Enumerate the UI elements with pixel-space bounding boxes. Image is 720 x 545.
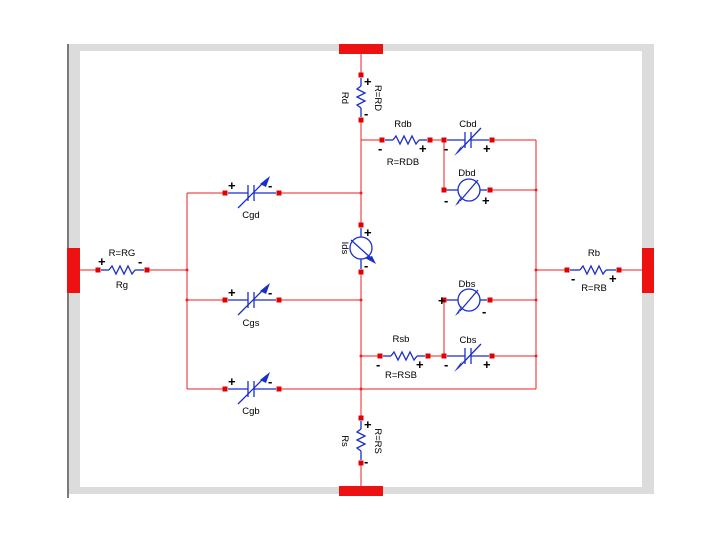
dbd-minus-sign: - bbox=[444, 193, 448, 208]
rd-minus-sign: - bbox=[364, 106, 368, 121]
source-port[interactable] bbox=[339, 486, 383, 496]
rg-param-label: R=RG bbox=[109, 248, 136, 259]
rg-plus-sign: + bbox=[98, 254, 106, 269]
capacitor-cbs[interactable]: - + Cbs bbox=[441, 335, 495, 372]
rdb-param-label: R=RDB bbox=[387, 157, 419, 168]
rs-plus-sign: + bbox=[364, 417, 372, 432]
resistor-rd[interactable]: + - Rd R=RD bbox=[339, 72, 383, 123]
rs-minus-sign: - bbox=[364, 454, 368, 469]
rd-name-label: Rd bbox=[339, 92, 350, 104]
junction-dots bbox=[185, 188, 538, 391]
wires bbox=[80, 54, 642, 486]
cgd-minus-sign: - bbox=[268, 178, 272, 193]
cbd-name-label: Cbd bbox=[459, 119, 476, 130]
dbs-name-label: Dbs bbox=[459, 279, 476, 290]
cbd-plus-sign: + bbox=[483, 141, 491, 156]
resistor-rb[interactable]: - + Rb R=RB bbox=[564, 248, 622, 294]
current-source-ids[interactable]: + - Ids bbox=[339, 222, 376, 275]
resistor-rg[interactable]: + - R=RG Rg bbox=[95, 248, 150, 291]
diode-dbd[interactable]: - + Dbd bbox=[441, 168, 493, 208]
ids-plus-sign: + bbox=[364, 225, 372, 240]
rb-plus-sign: + bbox=[609, 271, 617, 286]
rg-minus-sign: - bbox=[138, 254, 142, 269]
cgs-plus-sign: + bbox=[228, 285, 236, 300]
rdb-minus-sign: - bbox=[378, 141, 382, 156]
rsb-param-label: R=RSB bbox=[385, 370, 417, 381]
rsb-plus-sign: + bbox=[416, 357, 424, 372]
cgb-plus-sign: + bbox=[228, 374, 236, 389]
rb-param-label: R=RB bbox=[581, 283, 607, 294]
capacitor-cgb[interactable]: + - Cgb bbox=[222, 372, 282, 417]
cbs-plus-sign: + bbox=[483, 357, 491, 372]
rsb-minus-sign: - bbox=[376, 357, 380, 372]
gate-port[interactable] bbox=[67, 248, 80, 293]
rs-name-label: Rs bbox=[339, 435, 350, 447]
cgs-minus-sign: - bbox=[268, 285, 272, 300]
cbd-minus-sign: - bbox=[444, 141, 448, 156]
cgb-name-label: Cgb bbox=[242, 406, 259, 417]
ids-name-label: Ids bbox=[339, 242, 350, 255]
rg-name-label: Rg bbox=[116, 280, 128, 291]
rd-plus-sign: + bbox=[364, 74, 372, 89]
rdb-plus-sign: + bbox=[419, 141, 427, 156]
rsb-name-label: Rsb bbox=[393, 334, 410, 345]
rb-minus-sign: - bbox=[571, 271, 575, 286]
diode-dbs[interactable]: + - Dbs bbox=[438, 279, 493, 319]
cgd-plus-sign: + bbox=[228, 178, 236, 193]
drain-port[interactable] bbox=[339, 44, 383, 54]
cbs-name-label: Cbs bbox=[460, 335, 477, 346]
ids-minus-sign: - bbox=[364, 258, 368, 273]
rdb-name-label: Rdb bbox=[394, 119, 411, 130]
capacitor-cbd[interactable]: - + Cbd bbox=[441, 119, 495, 156]
cgs-name-label: Cgs bbox=[243, 318, 260, 329]
resistor-rsb[interactable]: - + Rsb R=RSB bbox=[376, 334, 431, 381]
cbs-minus-sign: - bbox=[444, 357, 448, 372]
resistor-rs[interactable]: + - Rs R=RS bbox=[339, 415, 383, 470]
dbs-plus-sign: + bbox=[438, 293, 446, 308]
rb-name-label: Rb bbox=[588, 248, 600, 259]
rd-param-label: R=RD bbox=[372, 85, 383, 111]
rs-param-label: R=RS bbox=[372, 428, 383, 454]
dbs-minus-sign: - bbox=[482, 304, 486, 319]
bulk-port[interactable] bbox=[642, 248, 654, 293]
capacitor-cgd[interactable]: + - Cgd bbox=[222, 176, 282, 221]
dbd-name-label: Dbd bbox=[458, 168, 475, 179]
dbd-plus-sign: + bbox=[482, 193, 490, 208]
cgd-name-label: Cgd bbox=[242, 210, 259, 221]
resistor-rdb[interactable]: - + Rdb R=RDB bbox=[378, 119, 433, 168]
capacitor-cgs[interactable]: + - Cgs bbox=[222, 283, 282, 329]
cgb-minus-sign: - bbox=[268, 374, 272, 389]
